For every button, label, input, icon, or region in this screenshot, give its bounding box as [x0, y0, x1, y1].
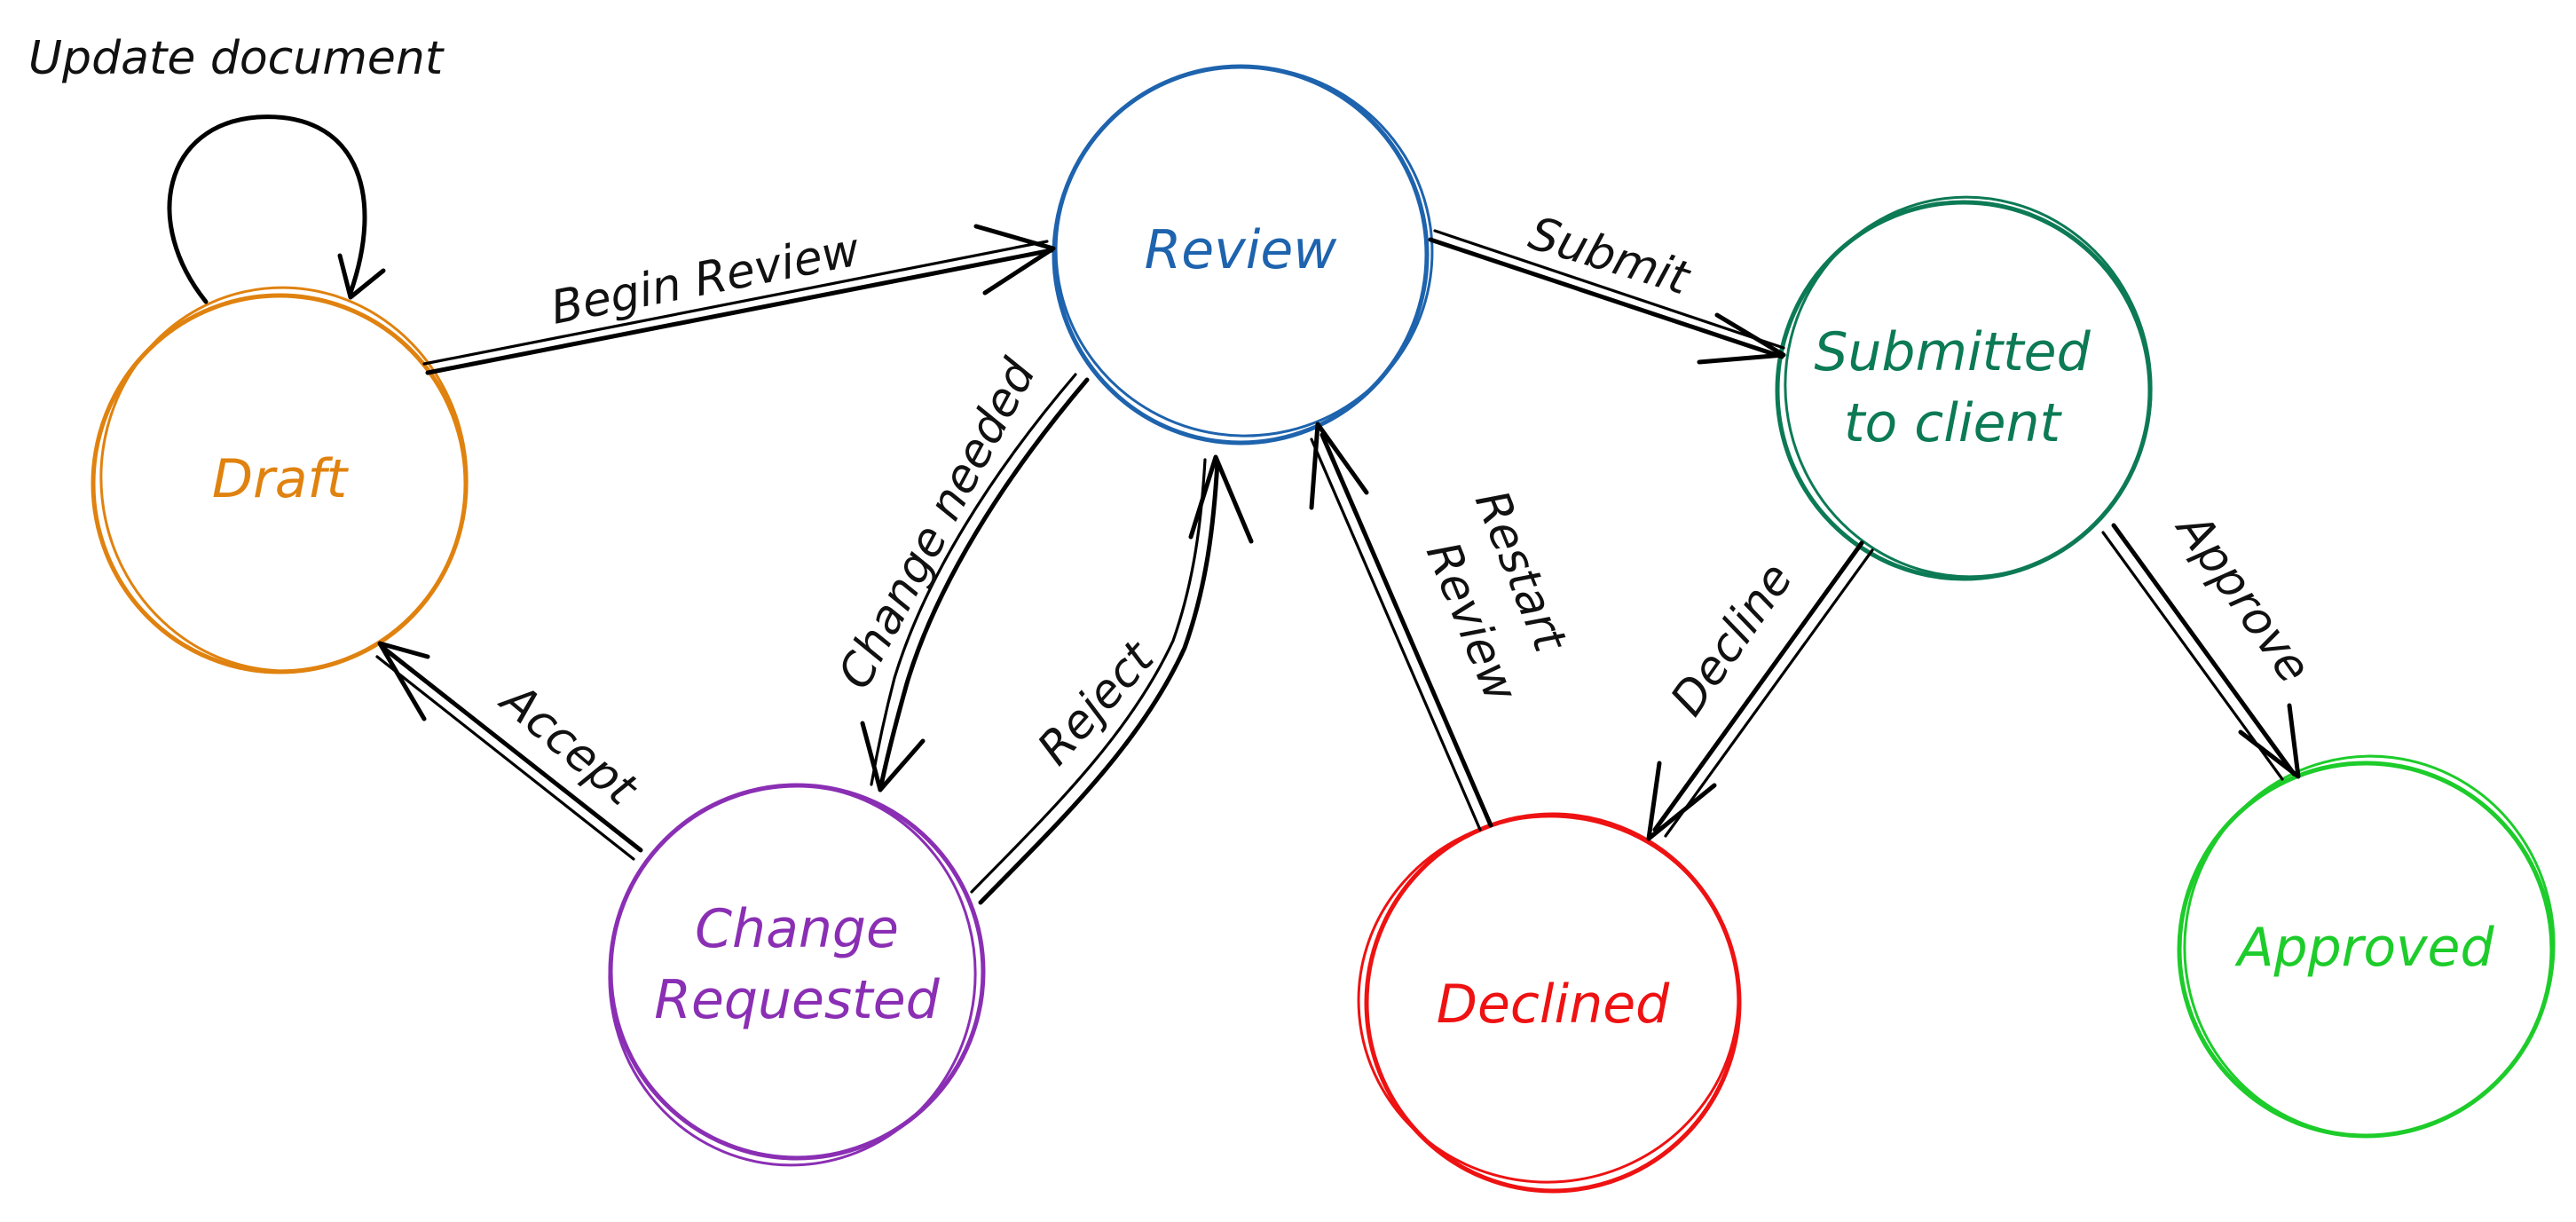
transition-restart-review-line: [1320, 432, 1493, 828]
transition-change-needed-arrowhead: [860, 721, 926, 792]
transition-submit-label: Submit: [1523, 207, 1696, 306]
state-draft-label: Draft: [212, 448, 350, 510]
transition-submit-line: [1428, 237, 1784, 359]
state-declined-label: Declined: [1437, 974, 1670, 1036]
state-submitted-label-line2: to client: [1844, 392, 2063, 454]
transition-approve-arrowhead: [2238, 703, 2301, 779]
transition-restart-review-arrowhead: [1309, 422, 1369, 510]
transition-approve: Approve: [2101, 502, 2321, 781]
state-draft: Draft: [91, 286, 469, 674]
transition-begin-review-line2: [422, 240, 1049, 366]
state-submitted-to-client: Submitted to client: [1775, 195, 2153, 581]
transition-begin-review-line: [425, 248, 1054, 375]
transition-reject-line2: [970, 458, 1207, 894]
transition-decline: Decline: [1646, 540, 1874, 841]
transition-reject-line: [978, 459, 1220, 905]
transition-accept-line2: [375, 655, 635, 861]
transition-restart-review: Restart Review: [1309, 422, 1577, 832]
state-change-requested-label-line2: Requested: [654, 969, 940, 1031]
transition-approve-line: [2111, 523, 2296, 777]
transition-reject: Reject: [970, 454, 1254, 905]
transition-reject-label: Reject: [1028, 631, 1165, 776]
transition-change-needed-line: [878, 377, 1090, 792]
transition-decline-arrowhead: [1646, 761, 1717, 841]
state-change-requested-label-line1: Change: [695, 898, 899, 960]
transition-accept: Accept: [375, 641, 648, 861]
transition-update-document: Update document: [28, 32, 445, 304]
transition-approve-line2: [2101, 531, 2284, 781]
state-review-circle-sketch: [1054, 65, 1434, 438]
state-change-requested: Change Requested: [608, 783, 986, 1167]
state-approved-label: Approved: [2233, 917, 2494, 979]
transition-accept-line: [381, 645, 643, 853]
state-submitted-label-line1: Submitted: [1814, 321, 2091, 383]
transition-change-needed-label: Change needed: [829, 351, 1047, 698]
transition-accept-arrowhead: [377, 641, 430, 721]
state-approved-circle-sketch: [2183, 754, 2556, 1138]
transition-reject-arrowhead: [1188, 454, 1254, 544]
state-approved: Approved: [2177, 754, 2556, 1139]
transition-decline-label: Decline: [1660, 554, 1803, 726]
state-review-label: Review: [1145, 219, 1338, 281]
transition-begin-review: Begin Review: [422, 224, 1056, 375]
transition-submit-line2: [1433, 229, 1785, 350]
state-review: Review: [1052, 64, 1434, 445]
transition-decline-line2: [1664, 548, 1874, 838]
state-declined-circle-sketch: [1357, 815, 1740, 1184]
state-submitted-circle-sketch: [1784, 195, 2153, 579]
state-declined: Declined: [1357, 812, 1742, 1194]
transition-decline-line: [1652, 540, 1864, 832]
state-draft-circle-sketch: [99, 286, 469, 673]
transition-update-document-label: Update document: [28, 32, 445, 85]
transition-change-needed-line2: [870, 373, 1077, 786]
transition-restart-review-line2: [1310, 438, 1482, 832]
transition-begin-review-arrowhead: [973, 224, 1056, 296]
state-change-requested-circle-sketch: [608, 784, 977, 1167]
transition-update-document-arrowhead: [337, 253, 386, 300]
transition-submit: Submit: [1428, 207, 1786, 365]
transition-update-document-line: [167, 114, 367, 304]
transition-approve-label: Approve: [2165, 502, 2321, 693]
transition-submit-arrowhead: [1697, 312, 1786, 365]
